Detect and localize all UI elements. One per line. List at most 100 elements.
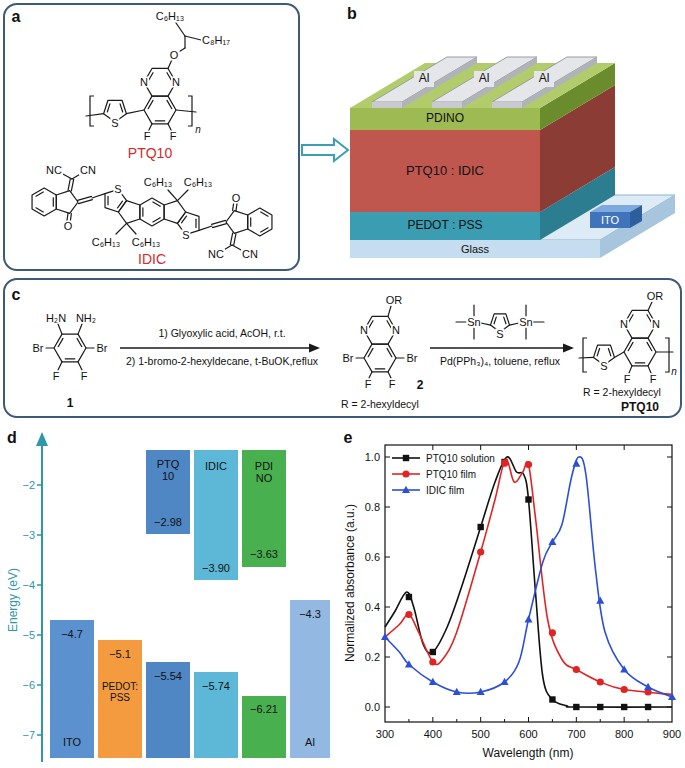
node-text: ITO: [601, 214, 619, 226]
atom-label: C₆H₁₃: [91, 237, 122, 248]
circle-marker: [597, 678, 604, 685]
node-text: PEDOT: PSS: [102, 681, 138, 703]
atom-label: C₆H₁₃: [131, 237, 162, 248]
tick-label: 600: [519, 728, 537, 740]
electrode: ITO: [590, 212, 630, 228]
double-bond: [387, 348, 392, 356]
polymer-bracket: [188, 96, 192, 126]
benzene-ring: [32, 188, 56, 216]
bond: [78, 324, 82, 334]
circle-marker: [405, 611, 412, 618]
tick-label: 0.0: [365, 701, 380, 713]
double-bond: [58, 338, 63, 346]
node-text: Al: [419, 72, 430, 85]
energy-bar: −4.3Al: [290, 600, 330, 758]
node-text: PTQ 10: [157, 458, 180, 482]
atom-label: S: [181, 230, 190, 241]
atom-label: C₈H₁₇: [201, 35, 231, 46]
atom-label: C₆H₁₃: [143, 177, 174, 188]
tick-label: −7: [22, 729, 35, 741]
node-text: PTQ10: [621, 401, 659, 414]
bond: [176, 110, 196, 112]
node-text: IDIC: [138, 252, 166, 267]
triangle-marker: [548, 538, 556, 545]
plot-frame: [385, 445, 672, 722]
bond: [525, 328, 526, 339]
tick-label: 0.2: [365, 651, 380, 663]
circle-marker: [549, 629, 556, 636]
bond: [532, 321, 544, 322]
tick-label: −6: [22, 679, 35, 691]
atom-label: F: [388, 379, 397, 390]
polymer-bracket: [583, 338, 587, 372]
triangle-marker: [381, 633, 389, 640]
atom-label: N: [359, 325, 369, 336]
atom-label: CN: [241, 249, 259, 260]
bond: [185, 36, 201, 40]
reaction-arrowhead: [563, 344, 574, 353]
tick-label: −5: [22, 629, 35, 641]
atom-label: Br: [96, 343, 109, 354]
atom-label: N: [139, 77, 149, 88]
double-bond: [107, 104, 110, 112]
atom-label: F: [52, 371, 61, 382]
double-bond: [155, 120, 165, 121]
legend-text: PTQ10 solution: [425, 453, 496, 464]
circle-marker: [501, 460, 508, 467]
energy-bar: −4.7ITO: [50, 620, 94, 758]
atom-label: F: [649, 374, 658, 385]
energy-bar: −5.74: [194, 672, 238, 758]
node-text: IDIC: [205, 460, 227, 472]
bond: [648, 366, 651, 373]
panel-letter: e: [344, 429, 353, 447]
double-bond: [148, 100, 153, 108]
tick-label: 800: [615, 728, 633, 740]
triangle-marker: [429, 678, 437, 685]
square-marker: [597, 704, 603, 710]
tick-label: −4: [22, 579, 35, 591]
circle-marker: [429, 658, 436, 665]
tick-label: −2: [22, 479, 35, 491]
atom-label: N: [171, 77, 181, 88]
node-text: 2: [417, 379, 424, 392]
tick-label: 300: [376, 728, 394, 740]
node-text: Al: [539, 72, 550, 85]
energy-bar: PTQ 10−2.98: [146, 450, 190, 534]
reaction-arrowhead: [309, 344, 320, 353]
y-ticks: [385, 457, 672, 707]
atom-label: F: [169, 131, 178, 142]
double-bond: [120, 104, 123, 112]
atom-label: Br: [32, 343, 45, 354]
bond: [86, 347, 94, 348]
bond: [525, 305, 526, 316]
bond: [127, 223, 136, 234]
double-bond: [212, 220, 226, 224]
absorbance-curve: [385, 459, 672, 694]
benzene-ring: [248, 208, 272, 236]
tick-label: −3: [22, 529, 35, 541]
node-text: −6.21: [250, 703, 278, 715]
panel-letter: a: [12, 8, 21, 26]
indanone-ring: [56, 191, 78, 214]
energy-axis: [41, 444, 43, 762]
node-text: −5.1: [109, 648, 131, 660]
bond: [614, 352, 624, 357]
axis-arrowhead: [36, 432, 48, 446]
node-text: PTQ10: [128, 146, 172, 161]
ito-side: [630, 205, 642, 228]
node-text: −5.54: [154, 670, 182, 682]
bond: [116, 223, 127, 234]
reaction-arrow: [430, 347, 566, 348]
double-bond: [71, 179, 73, 191]
double-bond: [77, 338, 82, 346]
bond: [199, 226, 212, 230]
double-bond: [36, 192, 43, 196]
double-bond: [494, 317, 496, 324]
reaction-arrow: [120, 347, 312, 348]
double-bond: [212, 224, 226, 228]
cyclopentadiene-ring: [118, 201, 140, 224]
double-bond: [65, 358, 75, 359]
double-bond: [504, 317, 506, 324]
device-layer: PTQ10 : IDIC: [350, 130, 540, 212]
square-marker: [430, 649, 436, 655]
